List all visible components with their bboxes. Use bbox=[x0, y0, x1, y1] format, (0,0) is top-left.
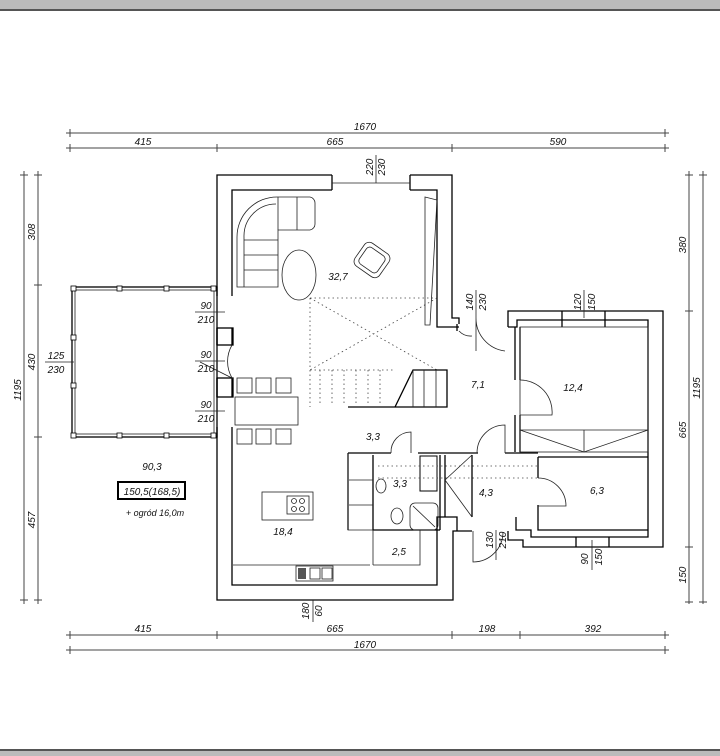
dim-top-3: 590 bbox=[550, 137, 567, 148]
dim-top-2: 665 bbox=[327, 137, 344, 148]
total-area: 150,5(168,5) bbox=[124, 487, 181, 498]
room-area-hall: 7,1 bbox=[471, 380, 485, 391]
dim-top-1: 415 bbox=[135, 137, 152, 148]
pergola bbox=[45, 285, 218, 439]
dim-bottom-4: 392 bbox=[585, 624, 602, 635]
pergola-width: 125 bbox=[48, 351, 65, 362]
armchair bbox=[353, 241, 391, 279]
dim-right-1: 380 bbox=[678, 236, 689, 253]
small-window-height: 150 bbox=[594, 548, 605, 565]
dim-right-2: 665 bbox=[678, 421, 689, 438]
door-3-height: 210 bbox=[197, 414, 215, 425]
room-area-wc-hall: 3,3 bbox=[366, 432, 380, 443]
room-area-vestibule: 4,3 bbox=[479, 488, 493, 499]
room-area-bathroom: 3,3 bbox=[393, 479, 407, 490]
dim-left-1: 308 bbox=[27, 223, 38, 240]
bathroom-fittings bbox=[375, 478, 439, 531]
dim-bottom-overall: 1670 bbox=[354, 640, 377, 651]
kitchen-window-height: 60 bbox=[314, 605, 325, 617]
walls bbox=[216, 174, 664, 601]
door-1-width: 90 bbox=[200, 301, 212, 312]
dim-left-3: 457 bbox=[27, 511, 38, 528]
bedroom-window-width: 120 bbox=[573, 293, 584, 310]
pergola-height: 230 bbox=[47, 365, 65, 376]
top-window-height: 230 bbox=[377, 158, 388, 176]
room-area-small-room: 6,3 bbox=[590, 486, 604, 497]
room-area-bedroom: 12,4 bbox=[563, 383, 583, 394]
bedroom-window-height: 150 bbox=[587, 293, 598, 310]
door-swings bbox=[199, 317, 567, 563]
door-2-width: 90 bbox=[200, 350, 212, 361]
dim-left-overall: 1195 bbox=[13, 379, 24, 401]
kitchen-window-width: 180 bbox=[301, 602, 312, 619]
dim-bottom-2: 665 bbox=[327, 624, 344, 635]
top-window-width: 220 bbox=[365, 158, 376, 176]
dim-right-3: 150 bbox=[678, 566, 689, 583]
entry-door-width: 130 bbox=[485, 531, 496, 548]
door-2-height: 210 bbox=[197, 364, 215, 375]
window-top-bar bbox=[0, 0, 720, 11]
entry-door-height: 210 bbox=[498, 531, 509, 549]
sofa bbox=[236, 196, 316, 288]
dining-set bbox=[234, 377, 299, 445]
door-1-height: 210 bbox=[197, 315, 215, 326]
hall-window-width: 140 bbox=[465, 293, 476, 310]
dim-right-overall: 1195 bbox=[692, 377, 703, 399]
door-3-width: 90 bbox=[200, 400, 212, 411]
dim-bottom-3: 198 bbox=[479, 624, 496, 635]
staircase bbox=[309, 196, 448, 408]
interior-walls bbox=[347, 326, 649, 566]
window-bottom-bar bbox=[0, 749, 720, 756]
usable-area: 90,3 bbox=[142, 462, 162, 473]
dim-bottom-1: 415 bbox=[135, 624, 152, 635]
room-area-kitchen: 18,4 bbox=[273, 527, 293, 538]
room-area-living: 32,7 bbox=[328, 272, 348, 283]
small-window-width: 90 bbox=[580, 553, 591, 565]
total-area-box bbox=[117, 481, 186, 500]
coffee-table bbox=[281, 249, 317, 301]
kitchen-fittings bbox=[233, 453, 373, 582]
dimension-lines bbox=[20, 129, 707, 654]
dim-top-overall: 1670 bbox=[354, 122, 377, 133]
hall-window-height: 230 bbox=[478, 293, 489, 311]
dim-left-2: 430 bbox=[27, 353, 38, 370]
room-area-pantry: 2,5 bbox=[391, 547, 406, 558]
garden-note: + ogród 16,0m bbox=[126, 508, 185, 518]
